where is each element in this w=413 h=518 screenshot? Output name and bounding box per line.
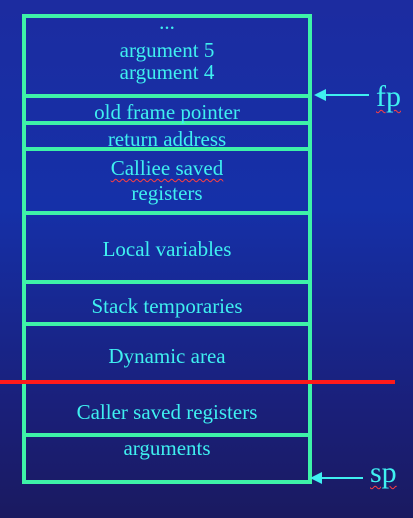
cell-callee-saved-registers: Calliee saved (26, 157, 308, 179)
stack-divider (26, 280, 308, 284)
cell-return-address: return address (107, 127, 227, 151)
cell-stack-temporaries: Stack temporaries (91, 294, 243, 318)
sp-label: sp (370, 456, 397, 489)
cell-callee-saved-line1: Calliee saved (110, 156, 224, 180)
cell-argument-4: argument 4 (119, 60, 215, 84)
cell-dynamic-area: Dynamic area (108, 344, 226, 368)
stack-divider (26, 121, 308, 125)
cell-old-frame-pointer: old frame pointer (94, 100, 240, 124)
stack-divider (26, 94, 308, 98)
stack-divider (26, 433, 308, 437)
stack-frame: ... argument 5 argument 4 old frame poin… (22, 10, 312, 484)
sp-arrow-head-icon (310, 472, 322, 484)
cell-argument-5: argument 5 (119, 38, 215, 62)
cell-caller-saved-registers: Caller saved registers (76, 400, 258, 424)
stack-boundary-line (0, 380, 395, 384)
fp-arrow-head-icon (314, 89, 326, 101)
cell-arguments: arguments (123, 436, 211, 460)
fp-label: fp (376, 80, 401, 113)
stack-divider (26, 322, 308, 326)
stack-divider (26, 147, 308, 151)
stack-divider (26, 211, 308, 215)
cell-callee-saved-registers-line2: registers (131, 181, 203, 205)
sp-arrow (320, 477, 363, 479)
cell-ellipsis: ... (159, 10, 175, 34)
cell-local-variables: Local variables (102, 237, 232, 261)
fp-arrow (324, 94, 369, 96)
